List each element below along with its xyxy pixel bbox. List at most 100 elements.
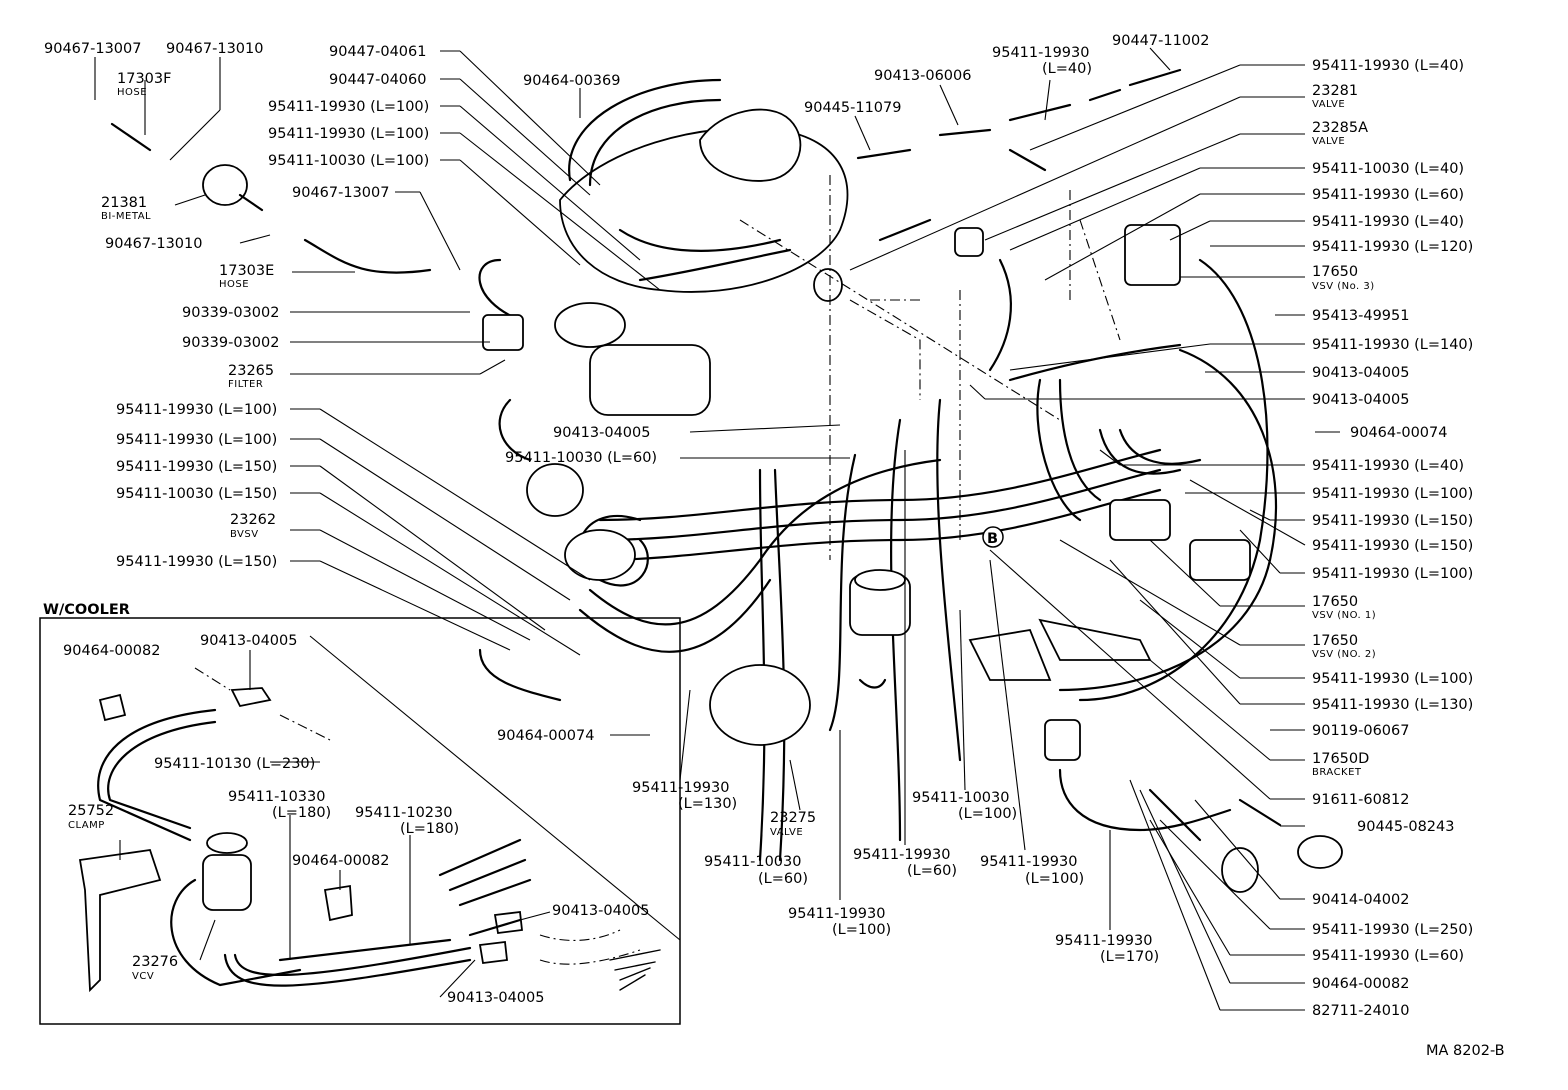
part-label: 95411-19930 (L=100) bbox=[1312, 671, 1473, 687]
part-labels: 90467-13007 90467-13010 17303F HOSE 2138… bbox=[44, 33, 1473, 1019]
part-label: 90467-13010 bbox=[105, 236, 203, 252]
part-sublabel: BI-METAL bbox=[101, 211, 151, 222]
part-label: 82711-24010 bbox=[1312, 1003, 1410, 1019]
part-label: 90464-00074 bbox=[497, 728, 595, 744]
part-sublabel: VALVE bbox=[1312, 99, 1345, 110]
part-label: 95411-19930 (L=100) bbox=[116, 402, 277, 418]
part-sublabel: (L=40) bbox=[1042, 61, 1092, 77]
part-label: 95411-19930 (L=100) bbox=[116, 432, 277, 448]
part-label: 95411-19930 (L=100) bbox=[268, 126, 429, 142]
part-label: 95411-19930 (L=100) bbox=[1312, 486, 1473, 502]
part-sublabel: VALVE bbox=[770, 827, 803, 838]
part-label: 90464-00074 bbox=[1350, 425, 1448, 441]
part-label: 95411-19930 (L=40) bbox=[1312, 58, 1464, 74]
part-label: 17650D bbox=[1312, 751, 1369, 767]
part-sublabel: (L=180) bbox=[400, 821, 459, 837]
part-sublabel: VALVE bbox=[1312, 136, 1345, 147]
part-label: 95411-19930 (L=40) bbox=[1312, 458, 1464, 474]
part-label: 95411-10130 (L=230) bbox=[154, 756, 315, 772]
part-label: 95411-19930 (L=150) bbox=[116, 459, 277, 475]
part-label: 90467-13007 bbox=[292, 185, 390, 201]
inset-title: W/COOLER bbox=[43, 602, 130, 618]
part-sublabel: (L=100) bbox=[1025, 871, 1084, 887]
part-label: 90447-04061 bbox=[329, 44, 427, 60]
part-label: 23285A bbox=[1312, 120, 1368, 136]
part-label: 95411-19930 (L=150) bbox=[1312, 513, 1473, 529]
part-label: 95411-19930 (L=150) bbox=[1312, 538, 1473, 554]
part-label: 95411-19930 bbox=[1055, 933, 1153, 949]
part-label: 23265 bbox=[228, 363, 274, 379]
part-label: 95411-19930 (L=150) bbox=[116, 554, 277, 570]
marker-b-label: B bbox=[987, 531, 998, 547]
part-label: 21381 bbox=[101, 195, 147, 211]
part-label: 90464-00082 bbox=[292, 853, 390, 869]
part-label: 90464-00082 bbox=[1312, 976, 1410, 992]
engine-illustration bbox=[110, 68, 1343, 893]
leader-lines bbox=[94, 47, 1340, 1011]
part-label: 95411-10330 bbox=[228, 789, 326, 805]
part-label: 17303E bbox=[219, 263, 274, 279]
part-label: 95411-19930 (L=250) bbox=[1312, 922, 1473, 938]
part-label: 90445-08243 bbox=[1357, 819, 1455, 835]
part-label: 23276 bbox=[132, 954, 178, 970]
part-label: 90339-03002 bbox=[182, 335, 280, 351]
part-sublabel: FILTER bbox=[228, 379, 263, 390]
part-sublabel: VSV (NO. 2) bbox=[1312, 649, 1376, 660]
part-label: 25752 bbox=[68, 803, 114, 819]
part-label: 91611-60812 bbox=[1312, 792, 1410, 808]
part-sublabel: BVSV bbox=[230, 529, 259, 540]
part-sublabel: (L=130) bbox=[678, 796, 737, 812]
part-label: 95411-10030 (L=40) bbox=[1312, 161, 1464, 177]
part-sublabel: VCV bbox=[132, 971, 154, 982]
part-label: 17303F bbox=[117, 71, 171, 87]
part-label: 90413-04005 bbox=[447, 990, 545, 1006]
part-label: 95411-19930 bbox=[992, 45, 1090, 61]
part-label: 90445-11079 bbox=[804, 100, 902, 116]
part-label: 95411-19930 bbox=[632, 780, 730, 796]
part-sublabel: (L=60) bbox=[758, 871, 808, 887]
part-label: 90467-13007 bbox=[44, 41, 142, 57]
part-label: 90413-04005 bbox=[1312, 365, 1410, 381]
part-label: 95411-10030 bbox=[704, 854, 802, 870]
part-label: 95411-19930 (L=60) bbox=[1312, 948, 1464, 964]
part-label: 17650 bbox=[1312, 633, 1358, 649]
part-label: 90119-06067 bbox=[1312, 723, 1410, 739]
marker-b: B bbox=[982, 526, 1004, 548]
part-label: 95411-19930 (L=130) bbox=[1312, 697, 1473, 713]
part-label: 90464-00369 bbox=[523, 73, 621, 89]
part-label: 95411-19930 (L=40) bbox=[1312, 214, 1464, 230]
part-label: 23275 bbox=[770, 810, 816, 826]
part-sublabel: CLAMP bbox=[68, 820, 105, 831]
part-label: 95411-19930 bbox=[980, 854, 1078, 870]
inset-w-cooler: W/COOLER bbox=[39, 602, 681, 1025]
part-sublabel: (L=60) bbox=[907, 863, 957, 879]
part-label: 95411-10030 (L=150) bbox=[116, 486, 277, 502]
part-label: 95411-19930 (L=100) bbox=[1312, 566, 1473, 582]
drawing-code: MA 8202-B bbox=[1426, 1043, 1505, 1059]
part-label: 90413-04005 bbox=[552, 903, 650, 919]
part-label: 23262 bbox=[230, 512, 276, 528]
part-label: 90447-04060 bbox=[329, 72, 427, 88]
part-label: 95411-10030 bbox=[912, 790, 1010, 806]
part-sublabel: HOSE bbox=[117, 87, 147, 98]
part-label: 90413-04005 bbox=[1312, 392, 1410, 408]
part-label: 90413-06006 bbox=[874, 68, 972, 84]
part-sublabel: (L=170) bbox=[1100, 949, 1159, 965]
part-label: 95411-19930 (L=100) bbox=[268, 99, 429, 115]
part-label: 95413-49951 bbox=[1312, 308, 1410, 324]
part-label: 95411-19930 (L=120) bbox=[1312, 239, 1473, 255]
part-sublabel: (L=100) bbox=[832, 922, 891, 938]
part-label: 17650 bbox=[1312, 264, 1358, 280]
part-sublabel: BRACKET bbox=[1312, 767, 1362, 778]
part-label: 95411-10030 (L=100) bbox=[268, 153, 429, 169]
part-sublabel: VSV (No. 3) bbox=[1312, 281, 1375, 292]
part-sublabel: (L=180) bbox=[272, 805, 331, 821]
part-label: 95411-10030 (L=60) bbox=[505, 450, 657, 466]
part-label: 95411-19930 (L=60) bbox=[1312, 187, 1464, 203]
part-label: 90339-03002 bbox=[182, 305, 280, 321]
part-label: 90414-04002 bbox=[1312, 892, 1410, 908]
part-label: 17650 bbox=[1312, 594, 1358, 610]
part-sublabel: (L=100) bbox=[958, 806, 1017, 822]
part-label: 90413-04005 bbox=[553, 425, 651, 441]
